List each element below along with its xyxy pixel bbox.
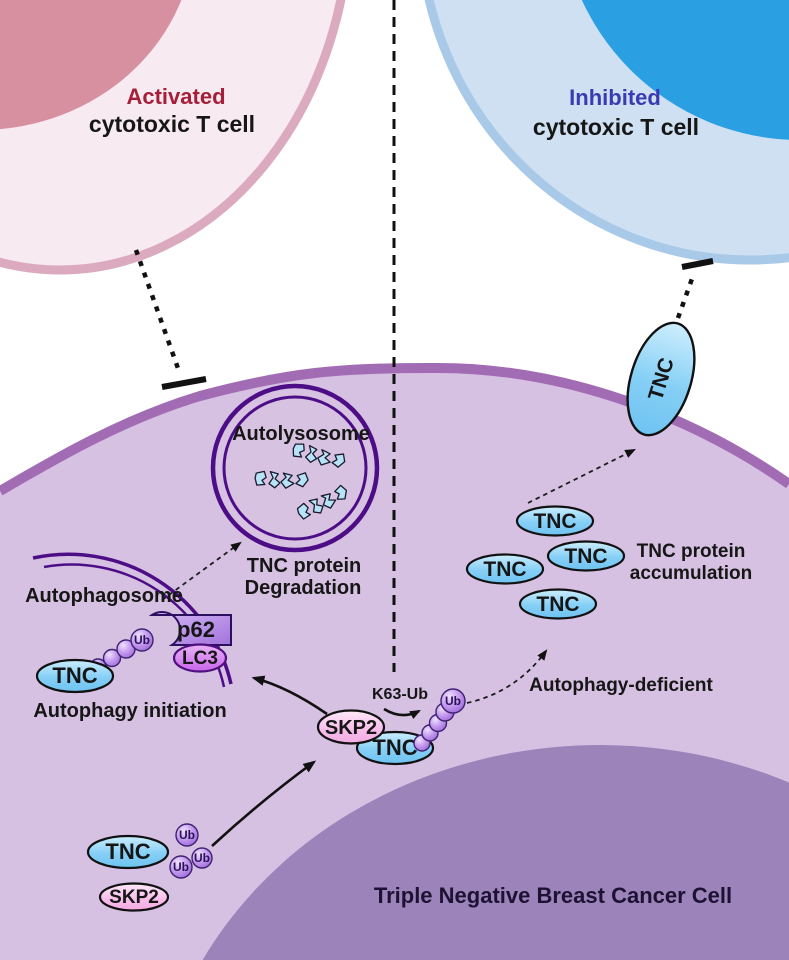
activated-t-cell: Activated cytotoxic T cell <box>0 0 346 275</box>
autolysosome-outer-membrane <box>210 383 380 553</box>
autolysosome-inner-membrane <box>222 395 368 541</box>
ub-molecule <box>175 823 199 847</box>
cancer-cell-nucleus <box>202 745 789 960</box>
ubiquitination-arrow <box>211 760 317 847</box>
ub-molecule <box>191 847 213 869</box>
k63-ub-label: K63-Ub <box>372 686 428 703</box>
tnc-protein-secreted <box>626 321 696 437</box>
inhibited-name-label: cytotoxic T cell <box>533 114 699 140</box>
activated-inhibition-connector <box>133 249 207 390</box>
inhibited-status-label: Inhibited <box>569 85 661 110</box>
skp2-protein-free <box>98 882 170 912</box>
tnc-protein-accumulated <box>518 588 598 620</box>
initiation-caption: Autophagy initiation <box>33 700 226 722</box>
ub-label: Ub <box>179 828 195 842</box>
ub-molecule <box>169 855 193 879</box>
ub-chain-bead <box>102 648 122 668</box>
autolysosome: Autolysosome TNC protein Degradation <box>210 383 380 599</box>
ub-label: Ub <box>134 633 150 647</box>
autophagosome-label: Autophagosome <box>25 585 183 607</box>
tnc-label: TNC <box>533 510 576 533</box>
accumulation-caption-line1: TNC protein <box>637 541 746 562</box>
secretion-dashed-arrow <box>527 449 636 504</box>
ub-molecule <box>130 628 154 652</box>
activated-status-label: Activated <box>126 84 225 109</box>
inhibition-t-bar-left <box>161 376 207 390</box>
p62-protein <box>148 610 232 646</box>
ub-molecule <box>440 688 466 714</box>
inhibition-dashed-line-left <box>133 249 183 375</box>
ub-label: Ub <box>194 851 210 865</box>
free-molecules: TNC SKP2 Ub Ub Ub <box>86 823 213 912</box>
skp2-label: SKP2 <box>325 717 377 739</box>
degradation-caption-line2: Degradation <box>245 577 362 599</box>
skp2-tnc-complex: K63-Ub TNC SKP2 Ub <box>316 686 466 766</box>
ub-label: Ub <box>173 860 189 874</box>
tnc-protein-accumulated <box>546 540 626 572</box>
tnc-label: TNC <box>564 545 607 568</box>
skp2-protein-complex <box>316 709 386 745</box>
degradation-dashed-arrow <box>161 541 242 601</box>
tnc-protein-accumulated <box>515 505 595 537</box>
accumulation-caption-line2: accumulation <box>630 563 752 584</box>
cancer-cell-label: Triple Negative Breast Cancer Cell <box>374 883 732 908</box>
tnc-label: TNC <box>536 593 579 616</box>
tnc-accumulation: TNC TNC TNC TNC TNC protein accumulation <box>465 505 752 620</box>
k63-ub-arrow <box>383 707 421 720</box>
tnc-protein-free <box>86 834 170 870</box>
activated-t-cell-nucleus <box>0 0 182 130</box>
tnc-inhibition-connector <box>675 258 714 319</box>
tnc-protein-autophagosome <box>35 658 115 694</box>
lc3-label: LC3 <box>182 648 218 669</box>
tnc-membrane-bound: TNC <box>626 321 696 437</box>
inhibition-t-bar-right <box>681 258 714 270</box>
autophagy-deficient-label: Autophagy-deficient <box>529 675 713 696</box>
tnc-protein-accumulated <box>465 553 545 585</box>
activated-name-label: cytotoxic T cell <box>89 111 255 137</box>
tnc-label: TNC <box>52 663 97 688</box>
skp2-label: SKP2 <box>109 887 159 908</box>
autophagosome: Autophagosome p62 Ub LC3 TNC Autophagy i… <box>25 552 233 722</box>
autophagy-deficient-dashed-arrow <box>466 649 548 704</box>
p62-label: p62 <box>177 617 215 642</box>
inhibition-dashed-line-right <box>675 275 696 319</box>
inhibited-t-cell-nucleus <box>581 0 789 140</box>
to-autophagy-arrow <box>251 675 328 716</box>
inhibited-t-cell: Inhibited cytotoxic T cell <box>424 0 789 265</box>
tnc-label: TNC <box>483 558 526 581</box>
tnc-label: TNC <box>105 839 150 864</box>
autolysosome-label: Autolysosome <box>232 423 370 445</box>
degradation-caption-line1: TNC protein <box>247 555 361 577</box>
lc3-protein <box>172 643 228 673</box>
tnc-label: TNC <box>372 735 417 760</box>
ub-label: Ub <box>445 694 461 708</box>
